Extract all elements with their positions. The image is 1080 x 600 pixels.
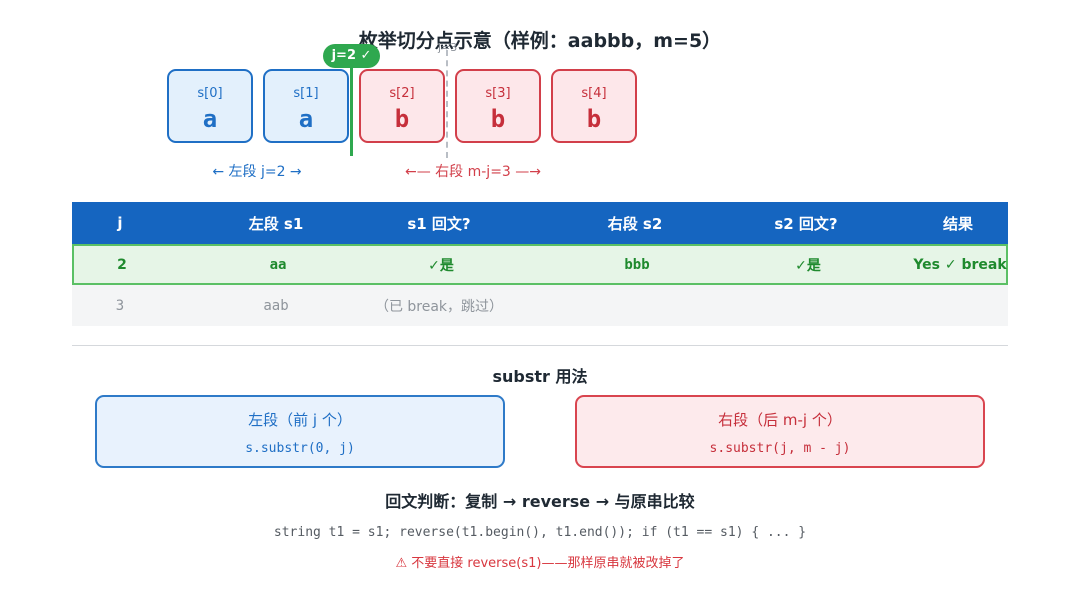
split-line	[350, 62, 353, 156]
candidate-split-line	[446, 50, 448, 158]
cell-s3: s[3] b	[455, 69, 541, 143]
left-segment-label: ← 左段 j=2 →	[212, 164, 302, 180]
header-cell: 左段 s1	[248, 214, 304, 233]
table-header: j 左段 s1 s1 回文? 右段 s2 s2 回文? 结果	[72, 202, 1008, 244]
cell-char: a	[298, 105, 314, 133]
split-table: j 左段 s1 s1 回文? 右段 s2 s2 回文? 结果 2 aa ✓是 b…	[72, 202, 1008, 326]
cell-index: s[1]	[293, 86, 319, 101]
table-cell: 3	[115, 297, 125, 314]
table-cell: bbb	[624, 256, 650, 273]
cell-index: s[4]	[581, 86, 607, 101]
cell-char: a	[202, 105, 218, 133]
cell-char: b	[490, 105, 506, 133]
table-cell: ✓是	[795, 257, 821, 274]
table-cell: aa	[269, 256, 287, 273]
substr-title: substr 用法	[492, 367, 588, 386]
table-cell: ✓是	[428, 257, 454, 274]
header-cell: s1 回文?	[407, 214, 471, 233]
table-cell	[890, 285, 1026, 326]
cell-s0: s[0] a	[167, 69, 253, 143]
table-cell	[724, 285, 888, 326]
table-cell: aab	[263, 297, 289, 314]
cell-s2: s[2] b	[359, 69, 445, 143]
palindrome-check-title: 回文判断：复制 → reverse → 与原串比较	[385, 492, 695, 511]
right-segment-label: ←— 右段 m-j=3 —→	[404, 164, 542, 180]
palindrome-check-code: string t1 = s1; reverse(t1.begin(), t1.e…	[273, 525, 807, 540]
warning-note: ⚠ 不要直接 reverse(s1)——那样原串就被改掉了	[395, 556, 685, 571]
cell-index: s[2]	[389, 86, 415, 101]
cell-index: s[3]	[485, 86, 511, 101]
cell-index: s[0]	[197, 86, 223, 101]
table-cell: 2	[117, 256, 127, 273]
right-substr-code: s.substr(j, m - j)	[709, 441, 851, 456]
header-cell: 结果	[942, 214, 973, 233]
page-title: 枚举切分点示意（样例：aabbb，m=5）	[358, 30, 722, 52]
cell-char: b	[394, 105, 410, 133]
right-substr-box: 右段（后 m-j 个） s.substr(j, m - j)	[575, 395, 985, 468]
candidate-split-label: j=3	[438, 41, 458, 54]
right-substr-heading: 右段（后 m-j 个）	[718, 411, 842, 429]
split-badge: j=2 ✓	[323, 44, 380, 68]
table-row: 2 aa ✓是 bbb ✓是 Yes ✓ break	[72, 244, 1008, 285]
section-divider	[72, 345, 1008, 346]
left-substr-heading: 左段（前 j 个）	[248, 411, 352, 429]
left-substr-box: 左段（前 j 个） s.substr(0, j)	[95, 395, 505, 468]
header-cell: j	[117, 214, 123, 232]
cell-s4: s[4] b	[551, 69, 637, 143]
table-cell: （已 break，跳过）	[374, 298, 504, 315]
table-cell	[558, 285, 712, 326]
table-cell: Yes ✓ break	[913, 256, 1007, 273]
header-cell: s2 回文?	[774, 214, 838, 233]
cell-s1: s[1] a	[263, 69, 349, 143]
header-cell: 右段 s2	[607, 214, 663, 233]
cell-char: b	[586, 105, 602, 133]
left-substr-code: s.substr(0, j)	[245, 441, 355, 456]
table-row: 3 aab （已 break，跳过）	[72, 285, 1008, 326]
